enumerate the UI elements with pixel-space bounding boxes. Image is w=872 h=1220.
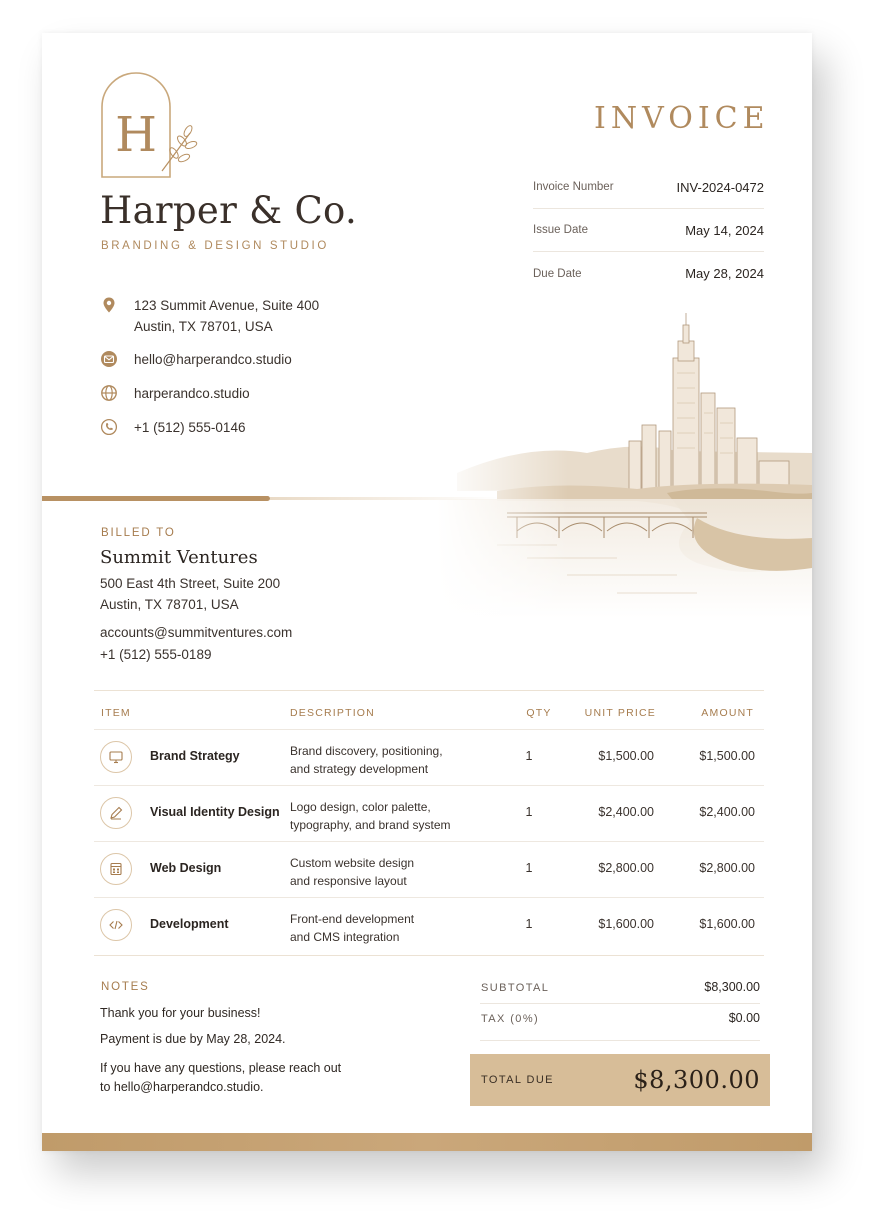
meta-due-date: Due Date May 28, 2024 xyxy=(533,252,764,295)
item-description: Logo design, color palette, typography, … xyxy=(290,798,480,834)
description-line: and responsive layout xyxy=(290,874,407,888)
item-qty: 1 xyxy=(525,861,533,875)
total-due-value: $8,300.00 xyxy=(633,1066,760,1094)
notes-label: NOTES xyxy=(101,981,150,993)
item-amount: $2,400.00 xyxy=(699,805,755,819)
header-qty: QTY xyxy=(526,707,552,719)
billed-to-name: Summit Ventures xyxy=(100,547,258,568)
header-amount: AMOUNT xyxy=(701,707,754,719)
phone-icon xyxy=(100,418,118,436)
brand-tagline: BRANDING & DESIGN STUDIO xyxy=(101,240,329,252)
footer-band xyxy=(42,1133,812,1151)
item-name: Web Design xyxy=(150,861,222,875)
subtotal-label: SUBTOTAL xyxy=(481,982,550,994)
item-amount: $2,800.00 xyxy=(699,861,755,875)
item-qty: 1 xyxy=(525,917,533,931)
logo-arch-icon: H xyxy=(101,72,198,178)
meta-value: May 28, 2024 xyxy=(685,266,764,281)
item-description: Brand discovery, positioning, and strate… xyxy=(290,742,480,778)
subtotal-value: $8,300.00 xyxy=(704,980,760,994)
summary-separator xyxy=(480,1040,760,1041)
billed-to-phone[interactable]: +1 (512) 555-0189 xyxy=(100,647,212,662)
contact-website: harperandco.studio xyxy=(100,383,250,404)
item-unit-price: $1,600.00 xyxy=(598,917,654,931)
billed-to-address-line1: 500 East 4th Street, Suite 200 xyxy=(100,576,281,591)
brand-logo: H xyxy=(100,71,200,181)
item-qty: 1 xyxy=(525,749,533,763)
notes-line: to hello@harperandco.studio. xyxy=(100,1080,264,1094)
location-pin-icon xyxy=(103,297,115,313)
invoice-page: H Harper & Co. BRANDING & DESIGN STUDIO … xyxy=(42,33,812,1151)
item-description: Front-end development and CMS integratio… xyxy=(290,910,480,946)
item-name: Visual Identity Design xyxy=(150,805,280,819)
logo-monogram: H xyxy=(115,107,157,163)
item-description: Custom website design and responsive lay… xyxy=(290,854,480,890)
description-line: Front-end development xyxy=(290,912,415,926)
tax-value: $0.00 xyxy=(728,1011,760,1025)
meta-label: Issue Date xyxy=(533,224,588,236)
total-due-label: TOTAL DUE xyxy=(481,1074,554,1086)
billed-to-address-line2: Austin, TX 78701, USA xyxy=(100,597,239,612)
header-unit-price: UNIT PRICE xyxy=(584,707,656,719)
total-due-box: TOTAL DUE $8,300.00 xyxy=(470,1054,770,1106)
description-line: and strategy development xyxy=(290,762,429,776)
meta-value: INV-2024-0472 xyxy=(676,179,764,195)
item-name: Development xyxy=(150,917,229,931)
tax-label: TAX (0%) xyxy=(481,1013,540,1025)
header-description: DESCRIPTION xyxy=(290,707,375,719)
item-unit-price: $2,400.00 xyxy=(598,805,654,819)
layout-icon xyxy=(100,853,132,885)
contact-email: hello@harperandco.studio xyxy=(100,349,292,370)
code-icon xyxy=(100,909,132,941)
table-row: Web Design Custom website design and res… xyxy=(94,841,764,897)
meta-invoice-number: Invoice Number INV-2024-0472 xyxy=(533,166,764,209)
item-qty: 1 xyxy=(525,805,533,819)
table-row: Visual Identity Design Logo design, colo… xyxy=(94,785,764,841)
billed-to-label: BILLED TO xyxy=(101,527,176,539)
description-line: typography, and brand system xyxy=(290,818,451,832)
contact-website-text[interactable]: harperandco.studio xyxy=(134,386,250,401)
monitor-icon xyxy=(100,741,132,773)
item-name: Brand Strategy xyxy=(150,749,240,763)
description-line: Brand discovery, positioning, xyxy=(290,744,443,758)
section-divider xyxy=(42,496,270,501)
contact-address: 123 Summit Avenue, Suite 400 Austin, TX … xyxy=(100,295,319,337)
table-bottom-rule xyxy=(94,955,764,956)
notes-line: If you have any questions, please reach … xyxy=(100,1061,342,1075)
summary-separator xyxy=(480,1003,760,1004)
meta-label: Invoice Number xyxy=(533,181,614,193)
item-amount: $1,600.00 xyxy=(699,917,755,931)
contact-email-text[interactable]: hello@harperandco.studio xyxy=(134,352,292,367)
globe-icon xyxy=(101,385,117,401)
meta-issue-date: Issue Date May 14, 2024 xyxy=(533,209,764,252)
table-row: Development Front-end development and CM… xyxy=(94,897,764,953)
contact-address-line1: 123 Summit Avenue, Suite 400 xyxy=(134,298,320,313)
mail-icon xyxy=(101,351,117,367)
item-unit-price: $2,800.00 xyxy=(598,861,654,875)
contact-phone: +1 (512) 555-0146 xyxy=(100,417,245,438)
pen-icon xyxy=(100,797,132,829)
description-line: and CMS integration xyxy=(290,930,400,944)
header-item: ITEM xyxy=(101,707,131,719)
table-top-rule xyxy=(94,690,764,691)
item-amount: $1,500.00 xyxy=(699,749,755,763)
contact-phone-text[interactable]: +1 (512) 555-0146 xyxy=(134,420,246,435)
section-divider-fade xyxy=(270,497,500,500)
table-row: Brand Strategy Brand discovery, position… xyxy=(94,729,764,785)
description-line: Logo design, color palette, xyxy=(290,800,431,814)
notes-line: Payment is due by May 28, 2024. xyxy=(100,1032,286,1046)
city-skyline-illustration xyxy=(437,313,812,618)
contact-address-line2: Austin, TX 78701, USA xyxy=(134,319,273,334)
billed-to-email[interactable]: accounts@summitventures.com xyxy=(100,625,293,640)
meta-value: May 14, 2024 xyxy=(685,222,764,238)
invoice-title: INVOICE xyxy=(594,101,770,136)
item-unit-price: $1,500.00 xyxy=(598,749,654,763)
meta-label: Due Date xyxy=(533,267,582,280)
notes-line: Thank you for your business! xyxy=(100,1006,261,1020)
description-line: Custom website design xyxy=(290,856,415,870)
brand-name: Harper & Co. xyxy=(100,189,358,232)
